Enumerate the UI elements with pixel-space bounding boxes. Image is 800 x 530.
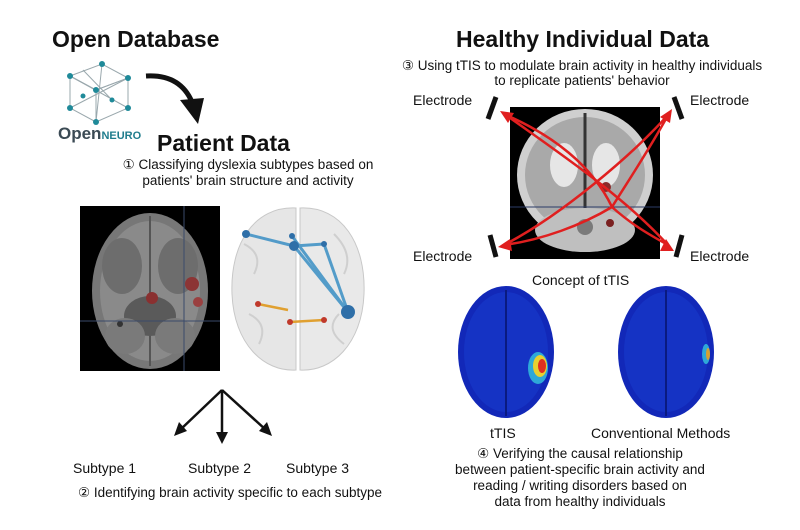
logo-open: Open — [58, 124, 102, 143]
subtype-2-label: Subtype 2 — [188, 460, 252, 476]
openneuro-logo: OpenNEURO — [58, 124, 141, 144]
patient-brain-mri — [80, 206, 220, 371]
step3-line1: ③ Using tTIS to modulate brain activity … — [401, 58, 763, 73]
step4-line4: data from healthy individuals — [494, 494, 666, 509]
brain-network-graph — [231, 207, 365, 371]
subtype-1-label: Subtype 1 — [73, 460, 137, 476]
patient-data-title: Patient Data — [157, 130, 290, 156]
electrode-label-top-right: Electrode — [690, 92, 750, 108]
subtype-branch-arrows — [174, 389, 272, 444]
curved-arrow — [145, 73, 204, 124]
step3-line2: to replicate patients' behavior — [494, 73, 670, 88]
conventional-map-label: Conventional Methods — [591, 425, 731, 441]
logo-neuro: NEURO — [101, 130, 142, 142]
step1-line2: patients' brain structure and activity — [142, 173, 354, 188]
open-database-title: Open Database — [52, 26, 220, 52]
openneuro-cube-icon — [67, 61, 131, 125]
ttis-activation-map — [458, 286, 554, 418]
step4-line3: reading / writing disorders based on — [473, 478, 687, 493]
healthy-data-title: Healthy Individual Data — [456, 26, 710, 52]
electrode-label-top-left: Electrode — [413, 92, 473, 108]
conventional-activation-map — [618, 286, 714, 418]
ttis-concept-mri — [485, 96, 685, 259]
electrode-label-bottom-right: Electrode — [690, 248, 750, 264]
step4-line2: between patient-specific brain activity … — [455, 462, 705, 477]
ttis-map-label: tTIS — [490, 425, 516, 441]
subtype-3-label: Subtype 3 — [286, 460, 350, 476]
electrode-label-bottom-left: Electrode — [413, 248, 473, 264]
step1-line1: ① Classifying dyslexia subtypes based on — [122, 157, 374, 172]
step4-line1: ④ Verifying the causal relationship — [477, 446, 683, 461]
concept-ttis-label: Concept of tTIS — [532, 272, 630, 288]
step2-text: ② Identifying brain activity specific to… — [77, 485, 382, 500]
